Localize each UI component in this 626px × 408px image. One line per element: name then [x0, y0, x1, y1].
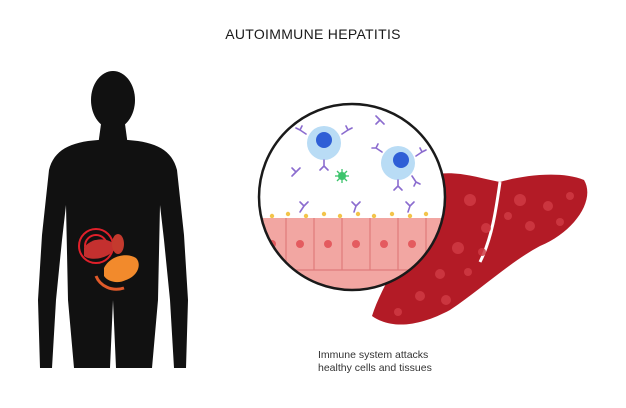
lens-outline — [257, 102, 447, 292]
caption-line-1: Immune system attacks — [318, 349, 429, 361]
pancreas — [104, 255, 139, 283]
diagram-title: AUTOIMMUNE HEPATITIS — [225, 26, 401, 42]
stomach — [112, 234, 124, 254]
virus-particle — [335, 169, 349, 183]
caption: Immune system attacks healthy cells and … — [318, 349, 478, 375]
caption-line-2: healthy cells and tissues — [318, 362, 432, 374]
human-silhouette — [38, 71, 188, 368]
liver-small — [84, 239, 116, 259]
magnified-view — [257, 102, 447, 292]
intestine — [94, 275, 125, 291]
antibodies — [291, 115, 427, 191]
immune-cell-1 — [307, 126, 341, 160]
immune-cell-2 — [381, 146, 415, 180]
abdominal-organs — [78, 228, 139, 291]
